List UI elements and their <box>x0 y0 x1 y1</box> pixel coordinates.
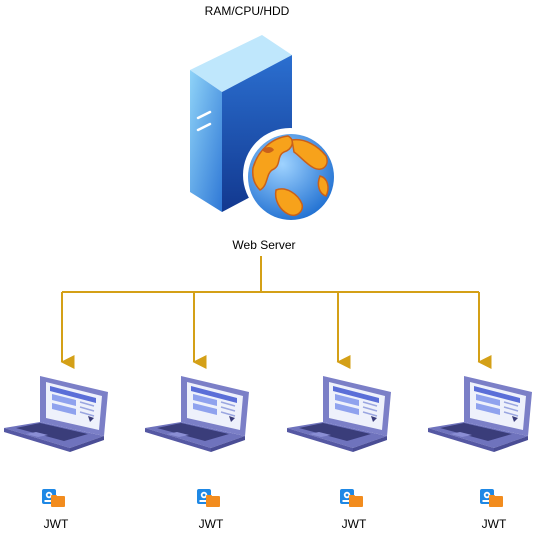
jwt-label: JWT <box>199 517 224 531</box>
laptop-icon <box>427 375 533 453</box>
client-3: JWT <box>286 375 392 531</box>
token-icon <box>42 489 65 507</box>
connectors <box>60 256 492 369</box>
globe-icon <box>243 128 337 222</box>
laptop-icon <box>286 375 392 453</box>
client-4: JWT <box>427 375 533 531</box>
server-spec-label: RAM/CPU/HDD <box>205 4 290 18</box>
client-1: JWT <box>3 375 109 531</box>
jwt-label: JWT <box>482 517 507 531</box>
token-icon <box>197 489 220 507</box>
web-server-label: Web Server <box>232 238 295 252</box>
token-icon <box>340 489 363 507</box>
jwt-label: JWT <box>44 517 69 531</box>
token-icon <box>480 489 503 507</box>
jwt-label: JWT <box>342 517 367 531</box>
laptop-icon <box>144 375 250 453</box>
client-2: JWT <box>144 375 250 531</box>
laptop-icon <box>3 375 109 453</box>
